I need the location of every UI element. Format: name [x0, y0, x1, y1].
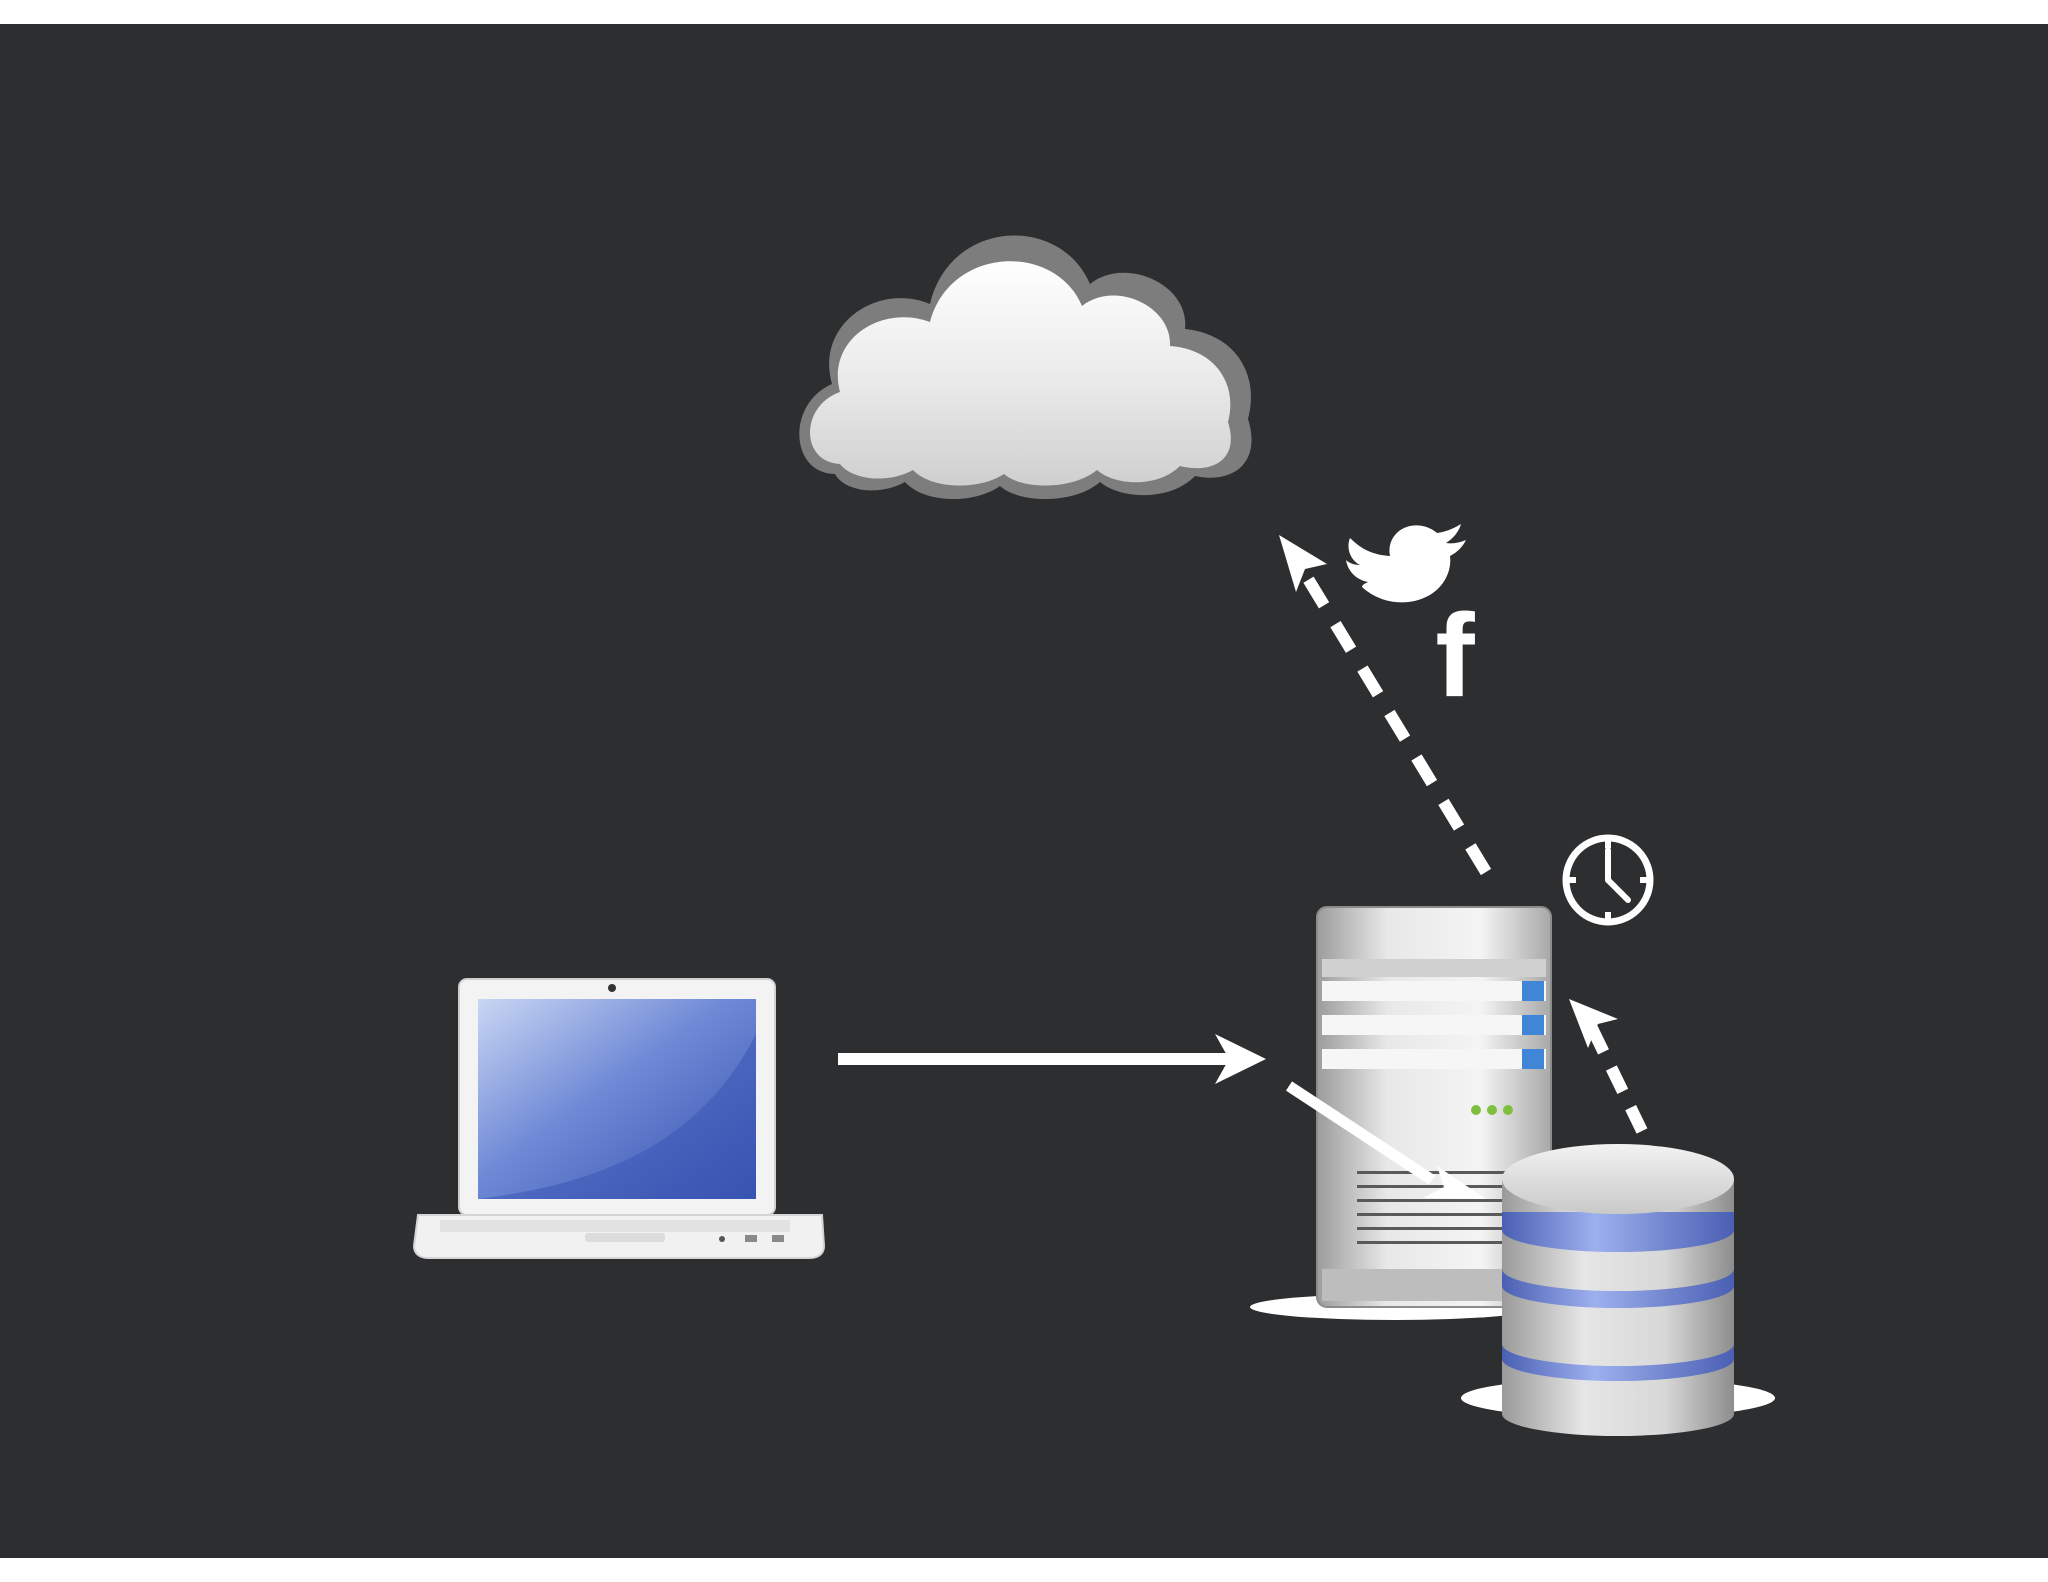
server-icon — [1250, 906, 1552, 1320]
facebook-icon: f — [1435, 590, 1475, 722]
arrow-server-to-cloud — [1279, 535, 1492, 876]
arrow-database-to-server — [1569, 999, 1648, 1134]
arrow-server-to-database — [1285, 1081, 1486, 1199]
clock-icon — [1562, 834, 1654, 926]
diagram-canvas: f — [0, 24, 2048, 1558]
arrow-laptop-to-server — [838, 1034, 1266, 1084]
laptop-icon — [412, 978, 826, 1259]
database-icon — [1461, 1144, 1775, 1436]
architecture-diagram: f — [412, 235, 1775, 1436]
twitter-bird-icon — [1346, 524, 1466, 603]
cloud-icon — [799, 235, 1252, 500]
facebook-f-glyph: f — [1435, 590, 1475, 722]
